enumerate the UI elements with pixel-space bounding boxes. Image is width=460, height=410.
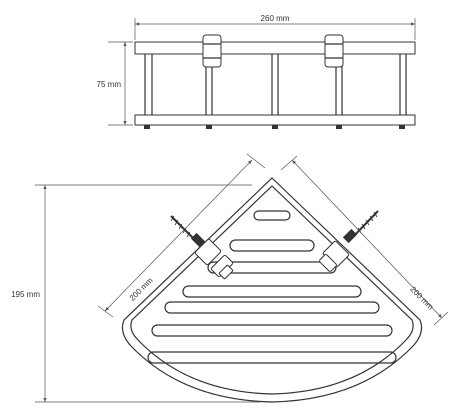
wall-mount-right <box>324 34 344 68</box>
left-screw <box>170 215 206 248</box>
top-rail <box>134 41 416 55</box>
height-dimension: 75 mm <box>97 41 133 126</box>
wall-mount-left <box>202 34 222 68</box>
front-elevation-view: 260 mm 75 mm <box>97 14 416 129</box>
vertical-posts <box>144 54 407 115</box>
shelf-feet <box>144 125 405 129</box>
right-wall-mount <box>319 240 350 272</box>
basket-outline-outer <box>121 177 423 403</box>
width-dimension: 260 mm <box>134 14 416 40</box>
drain-slots <box>147 239 397 364</box>
bottom-shelf <box>134 114 416 126</box>
plan-view: 195 mm 200 mm 200 mm <box>11 153 449 403</box>
plan-right-label: 200 mm <box>408 285 435 312</box>
plan-height-label: 195 mm <box>11 290 40 299</box>
plan-left-dimension: 200 mm <box>97 153 266 318</box>
plan-left-label: 200 mm <box>128 276 155 303</box>
height-label: 75 mm <box>97 80 122 89</box>
slot-top <box>253 210 291 221</box>
right-screw <box>342 210 379 244</box>
width-label: 260 mm <box>261 14 290 23</box>
basket-outline-inner <box>130 185 414 395</box>
